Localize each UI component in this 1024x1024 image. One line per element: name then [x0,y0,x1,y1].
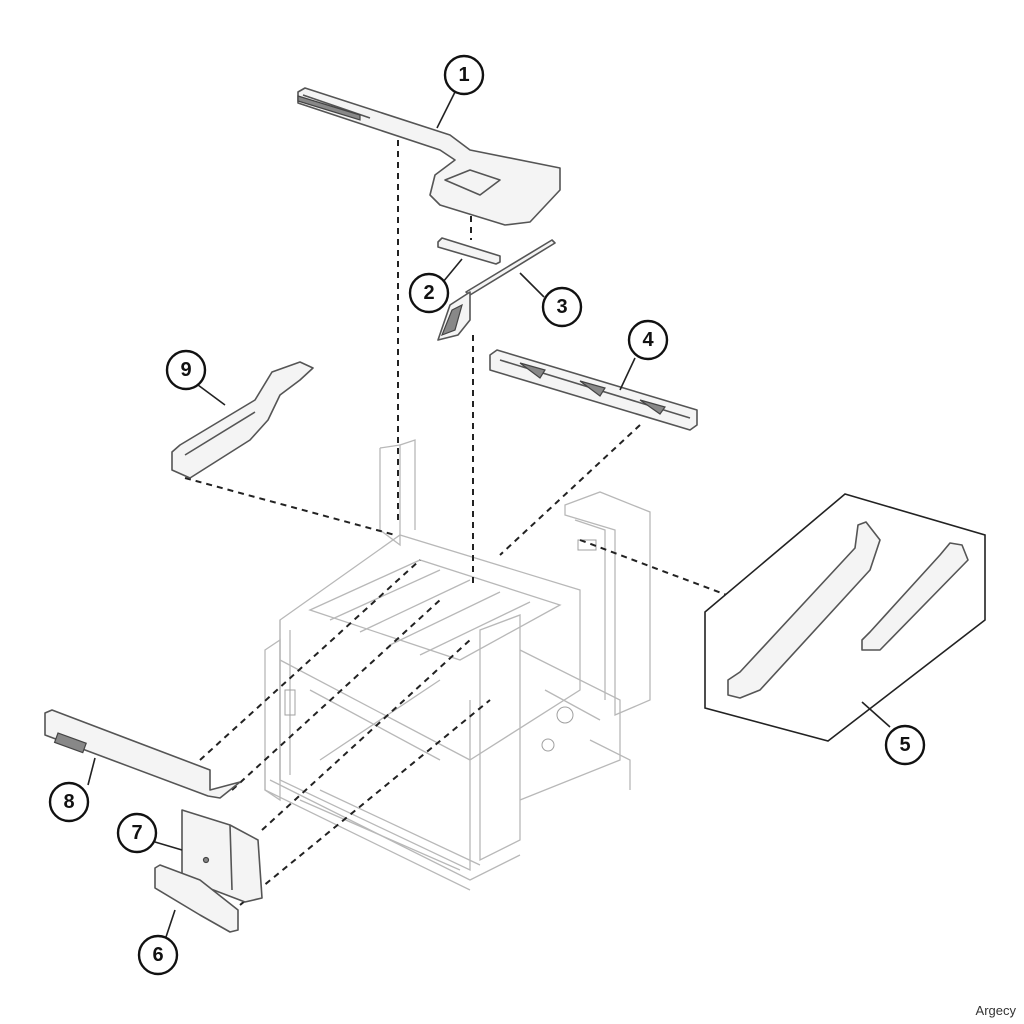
part-3-rod-bracket[interactable] [437,239,556,341]
assembly-lines [184,140,861,906]
callout-6-label: 6 [152,944,163,966]
callout-1-label: 1 [458,64,469,86]
callout-1: 1 [443,54,485,96]
callout-8-label: 8 [63,791,74,813]
callout-2-label: 2 [423,282,434,304]
callout-9: 9 [165,349,207,391]
callout-2: 2 [408,272,450,314]
part-2-link[interactable] [437,237,501,265]
part-4-rail[interactable] [489,349,698,431]
part-5-kit[interactable] [704,493,986,742]
printer-frame [264,439,651,891]
part-9-left-rail[interactable] [171,361,314,479]
callout-9-label: 9 [180,359,191,381]
callout-6: 6 [137,934,179,976]
callout-8: 8 [48,781,90,823]
callout-4: 4 [627,319,669,361]
callout-3-label: 3 [556,296,567,318]
callout-7-label: 7 [131,822,142,844]
part-6-cover-strip[interactable] [154,864,239,933]
callout-5: 5 [884,724,926,766]
leader-lines [87,91,891,941]
callout-5-label: 5 [899,734,910,756]
part-1-top-cover[interactable] [297,87,561,226]
callout-3: 3 [541,286,583,328]
callout-7: 7 [116,812,158,854]
part-8-front-rail[interactable] [44,709,241,799]
watermark: Argecy [975,1003,1016,1018]
callout-4-label: 4 [642,329,654,351]
